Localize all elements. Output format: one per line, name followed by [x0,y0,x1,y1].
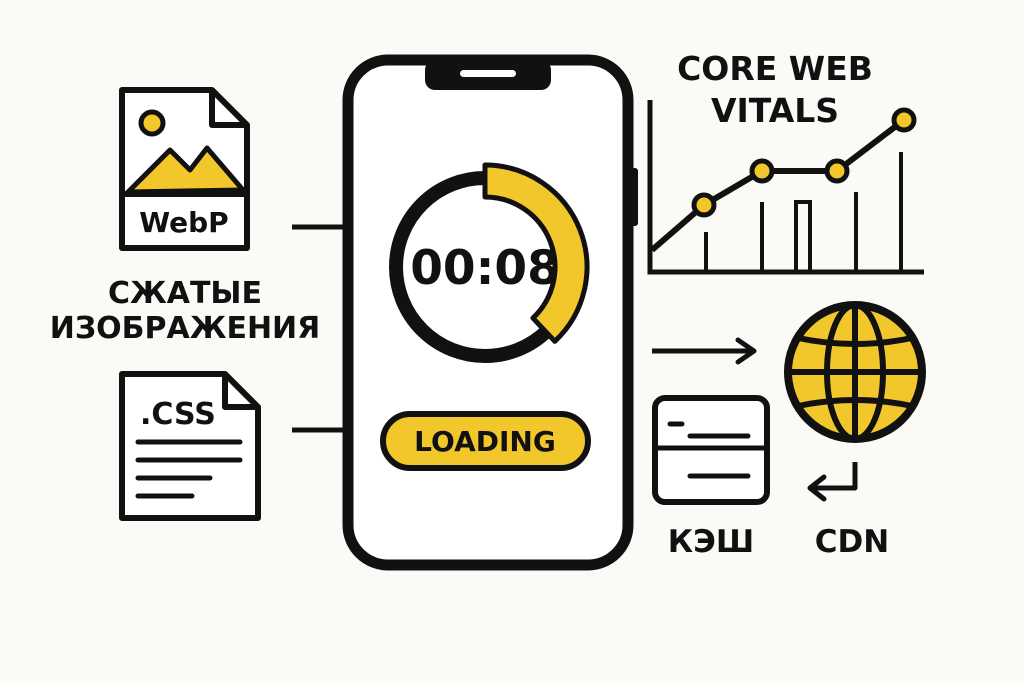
globe-icon [784,301,926,443]
css-file-icon: .CSS [119,371,261,521]
speaker-grille [460,70,516,77]
webp-badge: WebP [139,206,228,239]
loading-button[interactable] [380,411,591,471]
side-button [628,168,638,226]
chart-axes [647,100,924,275]
images-label-line2: ИЗОБРАЖЕНИЯ [49,311,321,346]
vitals-chart [647,100,924,275]
loading-button-label: LOADING [414,425,556,458]
timer-display: 00:08 [410,241,560,296]
return-arrow-icon [807,462,858,502]
chart-point [749,158,775,184]
sun-icon [138,109,166,137]
cache-label: КЭШ [667,524,755,560]
image-file-icon: WebP [119,87,250,251]
chart-point [691,192,717,218]
vitals-title-line1: CORE WEB [677,49,873,88]
css-file-label: .CSS [140,397,216,432]
arrow-right-icon [652,337,757,365]
timer-progress-arc [482,162,590,344]
cdn-label: CDN [814,524,890,560]
cache-server-icon [652,395,770,505]
images-label: СЖАТЫЕ ИЗОБРАЖЕНИЯ [48,276,322,346]
chart-point [824,158,850,184]
vitals-title-line2: VITALS [710,91,840,130]
trend-line [650,117,906,253]
images-label-line1: СЖАТЫЕ [108,276,262,311]
smartphone: 00:08 LOADING [342,54,638,571]
vitals-title: CORE WEB VITALS [660,48,890,132]
chart-point [891,107,917,133]
mountain-icon [125,145,246,195]
